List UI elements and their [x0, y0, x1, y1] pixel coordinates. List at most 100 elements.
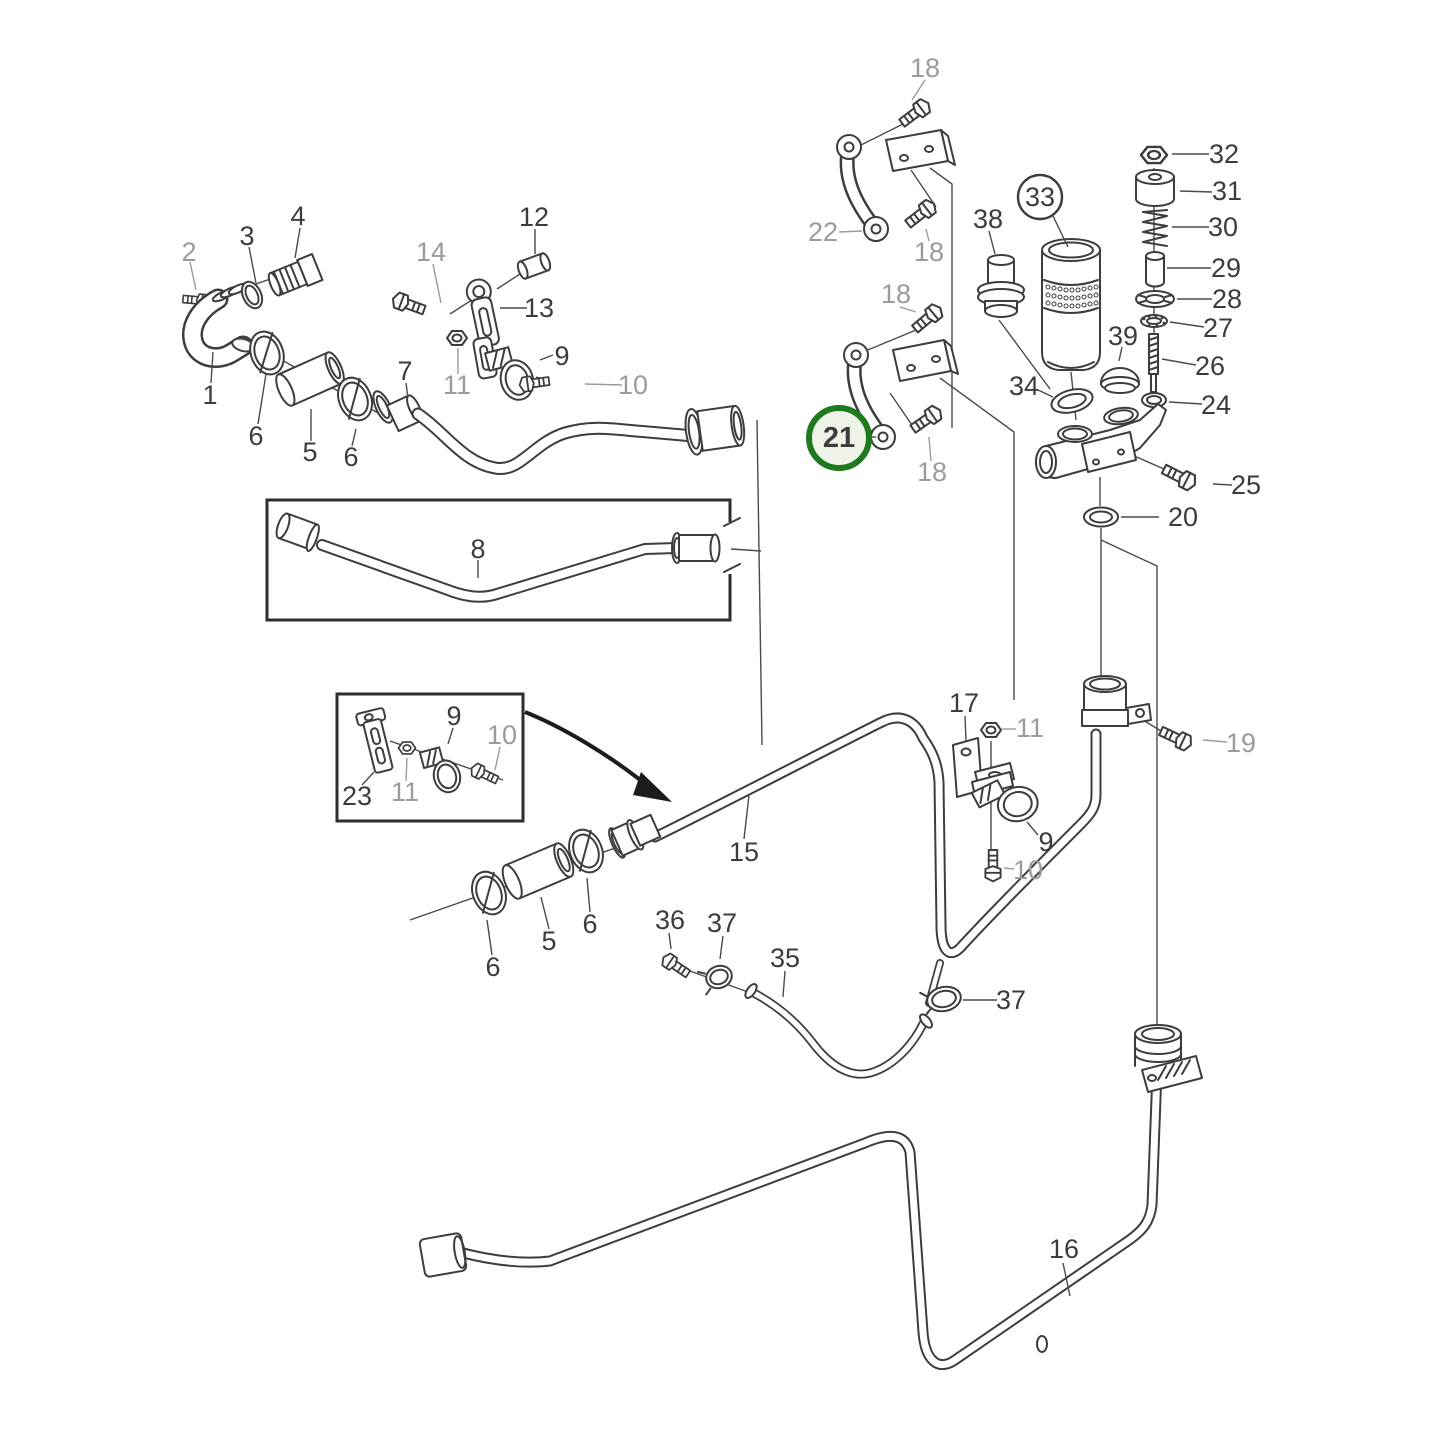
part-callout-8: 8 [470, 534, 485, 564]
part-callout-9: 9 [554, 341, 569, 371]
part-callout-29: 29 [1211, 253, 1241, 283]
part-callout-9: 9 [446, 701, 461, 731]
part-callout-33: 33 [1025, 182, 1055, 212]
part-callout-36: 36 [655, 905, 685, 935]
part-callout-28: 28 [1212, 284, 1242, 314]
o-ring-20 [1083, 506, 1119, 528]
part-callout-18: 18 [917, 457, 947, 487]
cap-31 [1135, 169, 1175, 207]
clamp-9-inset [418, 746, 462, 794]
frame-hose8 [265, 498, 741, 622]
part-callout-21: 21 [823, 422, 855, 454]
part-callout-24: 24 [1201, 390, 1231, 420]
part-callout-39: 39 [1108, 321, 1138, 351]
part-callout-11: 11 [391, 777, 419, 807]
fitting-4 [267, 253, 324, 297]
part-callout-11: 11 [1016, 713, 1044, 743]
part-callout-10: 10 [618, 370, 648, 400]
part-callout-16: 16 [1049, 1234, 1079, 1264]
part-callout-2: 2 [181, 237, 196, 267]
o-ring-3 [240, 280, 264, 310]
clamp-37-left [696, 964, 733, 996]
part-callout-34: 34 [1009, 371, 1039, 401]
cylinder-29 [1145, 251, 1165, 288]
callout-circle-33 [1016, 173, 1064, 221]
part-callout-31: 31 [1212, 176, 1242, 206]
part-callout-27: 27 [1203, 313, 1233, 343]
filter-perforation [1045, 284, 1099, 309]
spacer-12 [516, 252, 552, 280]
highlight-circle-21 [806, 405, 872, 471]
part-callout-12: 12 [519, 202, 549, 232]
part-callout-22: 22 [808, 217, 838, 247]
pipe7-left-fitting [385, 394, 423, 433]
group-brackets-18 [836, 95, 959, 450]
hose16-end-cap [418, 1232, 468, 1278]
part-callout-4: 4 [290, 201, 305, 231]
part-callout-5: 5 [302, 437, 317, 467]
ring-24 [1141, 392, 1167, 408]
group-hose16 [418, 1024, 1203, 1365]
inset-clamp-kit [335, 692, 672, 823]
part-callout-1: 1 [202, 380, 217, 410]
part-callout-32: 32 [1209, 139, 1239, 169]
ring-27 [1140, 314, 1168, 328]
spring-30 [1142, 209, 1168, 247]
part-callout-19: 19 [1226, 728, 1256, 758]
part-callout-15: 15 [729, 837, 759, 867]
pointer-arrowhead [633, 772, 672, 802]
group-hose7 [243, 325, 746, 469]
part-callout-26: 26 [1195, 351, 1225, 381]
part-callout-18: 18 [881, 279, 911, 309]
pipe8-right-fitting [671, 532, 721, 564]
plate-13 [465, 278, 500, 348]
part-callout-9: 9 [1038, 827, 1053, 857]
clamp-9-mid [970, 779, 1039, 823]
part-callout-30: 30 [1208, 212, 1238, 242]
clamp-37-right [919, 985, 962, 1015]
filter-33 [1041, 238, 1101, 371]
part-callout-25: 25 [1231, 470, 1261, 500]
bracket-23 [355, 707, 394, 774]
group-hose35 [658, 950, 933, 1074]
part-callout-17: 17 [949, 688, 979, 718]
o-ring-34 [1050, 388, 1094, 414]
hose16-top-fitting [1134, 1024, 1203, 1093]
group-hose15 [464, 675, 1196, 1015]
part-callout-37: 37 [996, 985, 1026, 1015]
hose15-ferrule [608, 813, 662, 859]
part-callout-18: 18 [914, 237, 944, 267]
washer-28 [1135, 290, 1175, 308]
sleeve-5-bottom [501, 842, 575, 900]
part-callout-6: 6 [343, 442, 358, 472]
part-callout-37: 37 [707, 908, 737, 938]
hose15-elbow-fitting [1081, 675, 1152, 727]
manifold-body [1034, 403, 1167, 479]
part-callout-5: 5 [541, 926, 556, 956]
cap-39 [1100, 367, 1140, 394]
part-callout-20: 20 [1168, 502, 1198, 532]
part-callout-14: 14 [416, 237, 446, 267]
part-callout-10: 10 [1013, 855, 1043, 885]
fitting-38 [977, 254, 1025, 318]
part-callout-18: 18 [910, 53, 940, 83]
part-callout-6: 6 [485, 952, 500, 982]
stud-26 [1148, 333, 1159, 393]
part-callout-10: 10 [487, 720, 517, 750]
pipe8-left-fitting [275, 512, 320, 552]
group-inlet-elbow [181, 253, 324, 357]
sleeve-5-top [275, 351, 345, 407]
part-callout-11: 11 [443, 370, 471, 400]
leader-lines [189, 79, 1233, 1297]
hose16-nub [1036, 1335, 1048, 1353]
group-bracket13 [389, 252, 552, 401]
part-callout-38: 38 [973, 204, 1003, 234]
pipe7-right-end [684, 404, 746, 456]
part-callout-3: 3 [239, 221, 254, 251]
part-callout-23: 23 [342, 781, 372, 811]
part-callout-6: 6 [248, 421, 263, 451]
part-callout-6: 6 [582, 909, 597, 939]
